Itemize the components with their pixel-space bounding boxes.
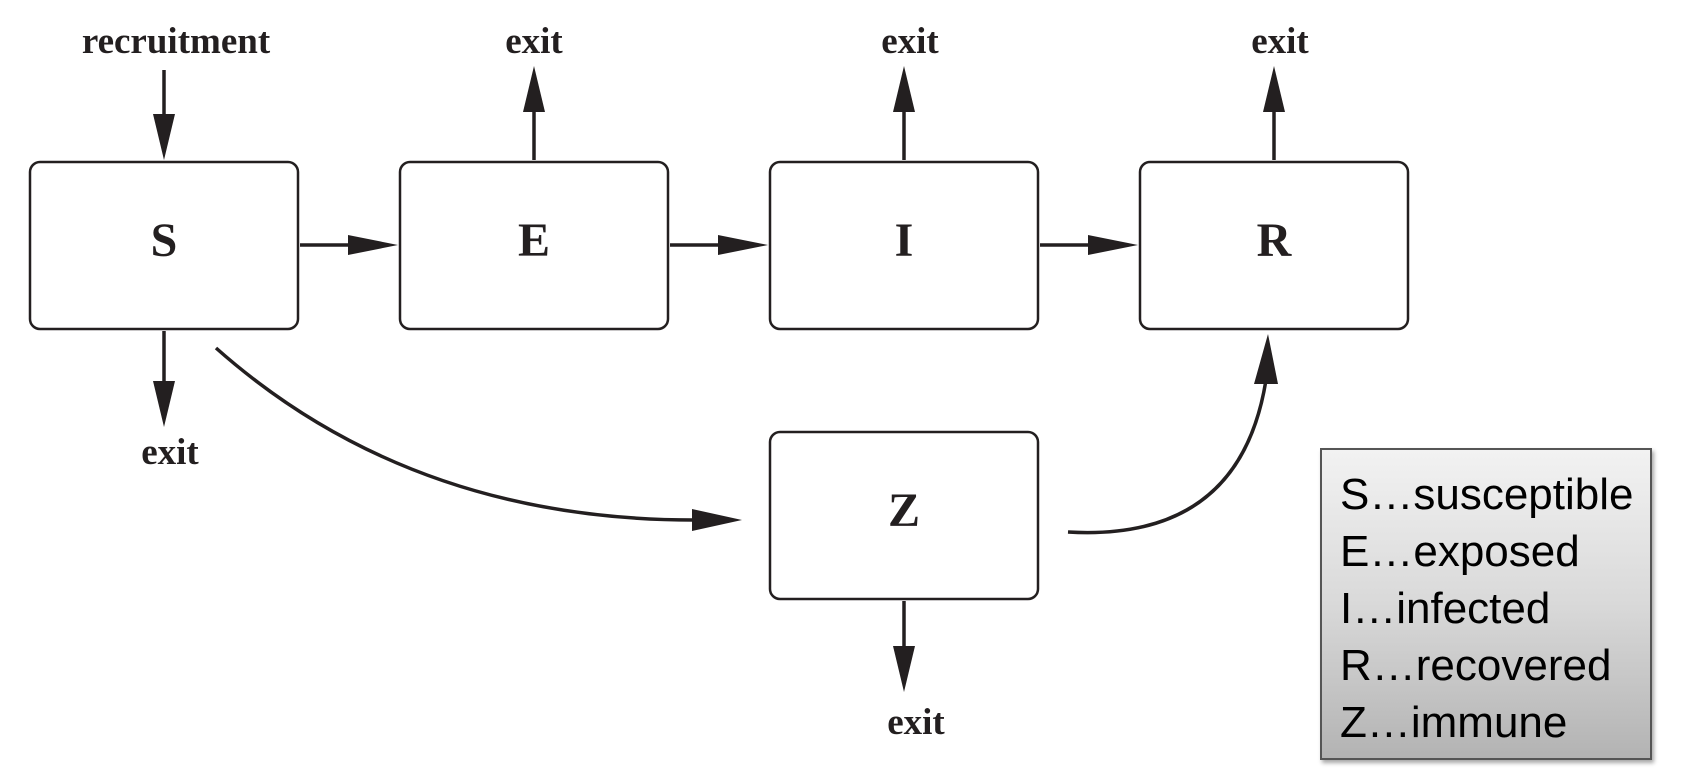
arrow-r-exit (1263, 66, 1285, 160)
legend-item-i: I…infected (1340, 584, 1551, 633)
node-i-label: I (895, 214, 914, 267)
arrow-z-exit (893, 601, 915, 692)
legend-item-e: E…exposed (1340, 527, 1580, 576)
node-e: E (398, 160, 670, 331)
arrow-e-to-i (670, 235, 768, 255)
arrow-s-to-z (214, 346, 742, 531)
exit-s-label: exit (141, 432, 199, 473)
legend-item-z: Z…immune (1340, 698, 1568, 747)
legend-box: S…susceptible E…exposed I…infected R…rec… (1320, 448, 1652, 760)
node-s: S (28, 160, 300, 331)
node-r: R (1138, 160, 1410, 331)
exit-e-label: exit (505, 21, 563, 62)
arrow-z-to-r (1067, 334, 1278, 535)
arrow-s-to-e (300, 235, 398, 255)
legend-item-r: R…recovered (1340, 641, 1612, 690)
arrow-i-exit (893, 66, 915, 160)
recruitment-label: recruitment (82, 21, 271, 62)
node-z: Z (768, 430, 1040, 601)
arrow-e-exit (523, 66, 545, 160)
arrow-recruitment-to-s (153, 70, 175, 160)
node-e-label: E (518, 214, 550, 267)
arrow-s-exit (153, 331, 175, 427)
node-r-label: R (1257, 214, 1293, 267)
arrow-i-to-r (1040, 235, 1138, 255)
legend-item-s: S…susceptible (1340, 470, 1634, 519)
exit-z-label: exit (887, 702, 945, 743)
exit-r-label: exit (1251, 21, 1309, 62)
node-i: I (768, 160, 1040, 331)
node-s-label: S (151, 214, 178, 267)
exit-i-label: exit (881, 21, 939, 62)
node-z-label: Z (888, 484, 920, 537)
